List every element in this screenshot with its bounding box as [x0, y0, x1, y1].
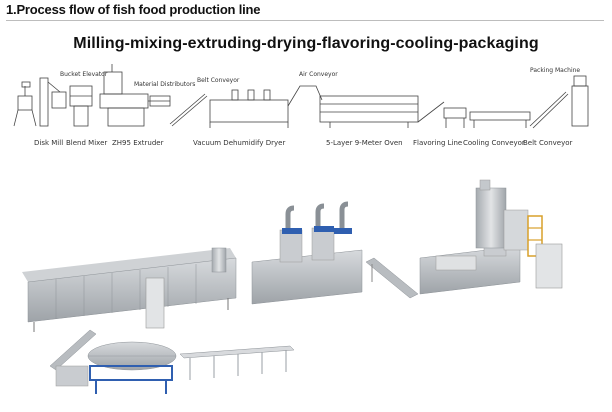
packing-machine-drawing: [529, 75, 589, 129]
label-extruder: ZH95 Extruder: [112, 139, 164, 147]
label-oven: 5-Layer 9-Meter Oven: [326, 139, 403, 147]
blend-mixer-drawing: [69, 85, 93, 127]
cooling-conveyor-drawing: [469, 111, 531, 128]
mixer-tower-photo: [475, 179, 563, 289]
oven-drawing: [319, 95, 419, 128]
section-title: 1.Process flow of fish food production l…: [6, 2, 261, 17]
cooling-conveyor-photo: [179, 345, 295, 380]
flavoring-drum-photo: [49, 329, 177, 394]
vacuum-dryer-drawing: [209, 89, 289, 128]
label-bucket-elevator: Bucket Elevator: [60, 71, 108, 78]
control-cabinet-left: [145, 277, 165, 329]
label-air-conveyor: Air Conveyor: [299, 71, 338, 78]
long-dryer-photo: [22, 247, 237, 332]
label-disk-mill: Disk Mill: [34, 139, 63, 147]
flow-headline: Milling-mixing-extruding-drying-flavorin…: [73, 35, 539, 52]
control-cabinet-right: [535, 243, 563, 289]
label-blend-mixer: Blend Mixer: [66, 139, 107, 147]
extruder-drawing: [99, 64, 171, 127]
bucket-elevator-drawing: [39, 77, 67, 127]
disk-mill-drawing: [13, 81, 37, 127]
belt-conveyor-drawing: [169, 93, 208, 127]
diagram-machines: [13, 64, 589, 129]
air-conveyor-drawing: [287, 85, 323, 107]
label-belt-conveyor-bottom: Belt Conveyor: [523, 139, 573, 147]
label-vacuum-dryer: Vacuum Dehumidify Dryer: [193, 139, 285, 147]
flavoring-line-drawing: [417, 101, 467, 128]
title-divider: [6, 20, 604, 21]
label-material-distributors: Material Distributors: [134, 81, 195, 88]
roaster-with-stacks-photo: [251, 201, 363, 305]
label-cooling-conveyor: Cooling Conveyor: [463, 139, 525, 147]
label-belt-conveyor-top: Belt Conveyor: [197, 77, 240, 84]
incline-conveyor-photo: [365, 257, 419, 299]
label-flavoring-line: Flavoring Line: [413, 139, 462, 147]
production-line-photo: [0, 170, 612, 407]
process-line-diagram: Bucket Elevator Material Distributors Be…: [0, 56, 612, 156]
label-packing-machine: Packing Machine: [530, 67, 580, 74]
